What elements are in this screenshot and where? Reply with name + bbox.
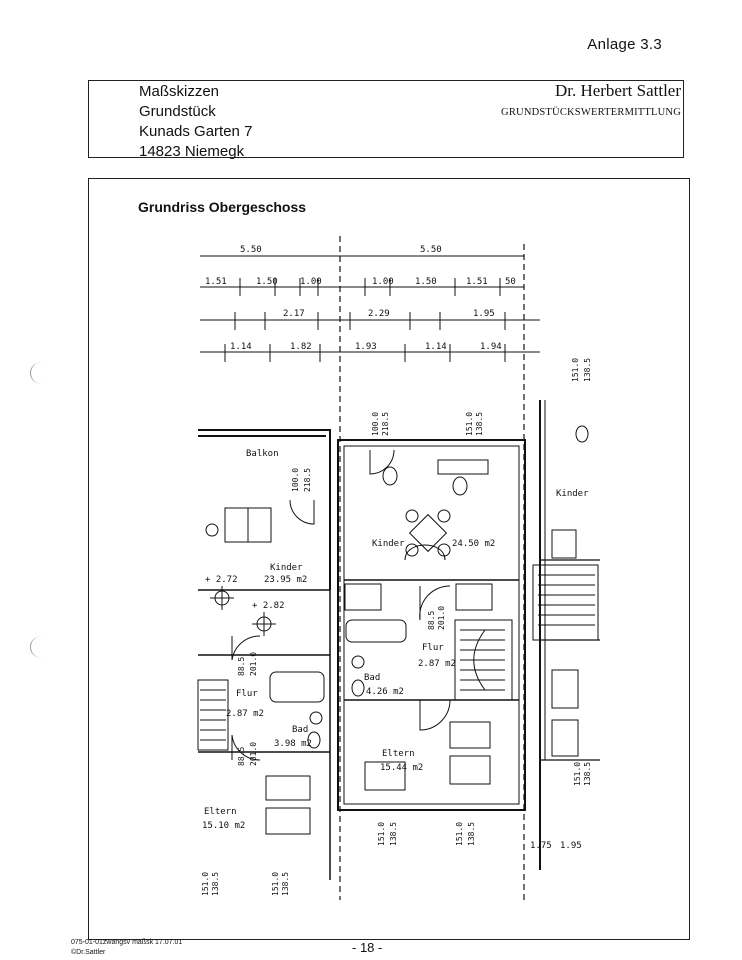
room-kinder-center-area: 24.50 m2 xyxy=(452,539,495,549)
window-height-9: 88.5 xyxy=(237,657,246,676)
window-height-5: 100.0 xyxy=(291,468,300,492)
window-height-6: 218.5 xyxy=(303,468,312,492)
dimension-chains xyxy=(200,236,540,900)
window-height-3: 151.0 xyxy=(465,412,474,436)
dim-row2-d: 1.00 xyxy=(372,277,394,287)
room-eltern-center-area: 15.44 m2 xyxy=(380,763,423,773)
dim-row2-f: 1.51 xyxy=(466,277,488,287)
property-street: Kunads Garten 7 xyxy=(139,123,253,140)
room-labels: Balkon Kinder 24.50 m2 Kinder Kinder 23.… xyxy=(202,449,589,851)
window-height-11: 88.5 xyxy=(237,747,246,766)
dim-row3-b: 2.29 xyxy=(368,309,390,319)
window-height-17: 151.0 xyxy=(201,872,210,896)
annex-label: Anlage 3.3 xyxy=(587,36,662,53)
dim-row4-e: 1.94 xyxy=(480,342,502,352)
window-height-13: 151.0 xyxy=(377,822,386,846)
author-name: Dr. Herbert Sattler xyxy=(554,81,681,100)
staircases xyxy=(197,564,599,751)
window-height-16: 138.5 xyxy=(467,822,476,846)
level-marker-1: + 2.72 xyxy=(205,575,238,585)
room-bad-left: Bad xyxy=(292,725,308,735)
window-height-2: 218.5 xyxy=(381,412,390,436)
window-height-4: 138.5 xyxy=(475,412,484,436)
window-height-19: 151.0 xyxy=(271,872,280,896)
dim-row4-d: 1.14 xyxy=(425,342,447,352)
room-flur-center-area: 2.87 m2 xyxy=(418,659,456,669)
punch-hole-mark xyxy=(30,362,53,384)
room-bad-center: Bad xyxy=(364,673,380,683)
level-markers xyxy=(210,586,276,636)
dim-row2-b: 1.50 xyxy=(256,277,278,287)
room-eltern-center: Eltern xyxy=(382,749,415,759)
window-height-20: 138.5 xyxy=(281,872,290,896)
window-height-14: 138.5 xyxy=(389,822,398,846)
window-height-18: 138.5 xyxy=(211,872,220,896)
window-height-21: 151.0 xyxy=(573,762,582,786)
dim-row2-c: 1.00 xyxy=(300,277,322,287)
side-dim-1: 1.75 xyxy=(530,841,552,851)
room-flur-center: Flur xyxy=(422,643,444,653)
windows xyxy=(224,507,579,835)
dimension-texts: 5.50 5.50 1.51 1.50 1.00 1.00 1.50 1.51 … xyxy=(205,245,516,352)
window-height-22: 138.5 xyxy=(583,762,592,786)
dim-row1-left: 5.50 xyxy=(240,245,262,255)
walls xyxy=(198,400,600,880)
dim-row3-a: 2.17 xyxy=(283,309,305,319)
room-kinder-left-area: 23.95 m2 xyxy=(264,575,307,585)
window-height-8: 201.0 xyxy=(437,606,446,630)
bath-fixtures xyxy=(269,425,589,749)
header-box: Maßskizzen Grundstück Kunads Garten 7 14… xyxy=(88,80,684,160)
document-title: Maßskizzen xyxy=(139,83,220,100)
window-height-1: 100.0 xyxy=(371,412,380,436)
room-balkon: Balkon xyxy=(246,449,279,459)
floor-plan-frame xyxy=(88,178,690,940)
window-height-12: 201.0 xyxy=(249,742,258,766)
room-flur-left: Flur xyxy=(236,689,258,699)
room-eltern-left-area: 15.10 m2 xyxy=(202,821,245,831)
punch-hole-mark xyxy=(30,636,53,658)
dim-row2-g: 50 xyxy=(505,277,516,287)
window-height-7: 88.5 xyxy=(427,611,436,630)
room-kinder-left: Kinder xyxy=(270,563,303,573)
dim-row4-b: 1.82 xyxy=(290,342,312,352)
room-eltern-left: Eltern xyxy=(204,807,237,817)
window-height-23: 151.0 xyxy=(571,358,580,382)
footer-copyright: ©Dr.Sattler xyxy=(71,949,106,956)
dim-row3-c: 1.95 xyxy=(473,309,495,319)
dim-row1-right: 5.50 xyxy=(420,245,442,255)
property-city: 14823 Niemegk xyxy=(139,143,245,160)
room-kinder-center: Kinder xyxy=(372,539,405,549)
window-height-10: 201.0 xyxy=(249,652,258,676)
window-height-15: 151.0 xyxy=(455,822,464,846)
plan-title: Grundriss Obergeschoss xyxy=(138,199,307,215)
footer-file-info: 075-01-01zwangsv maßsk 17.07.01 ©Dr.Satt… xyxy=(71,938,182,958)
dim-row4-c: 1.93 xyxy=(355,342,377,352)
footer-file-ref: 075-01-01zwangsv maßsk 17.07.01 xyxy=(71,939,183,946)
kids-room-furniture xyxy=(205,509,451,557)
header-address-block: Maßskizzen Grundstück Kunads Garten 7 14… xyxy=(139,82,252,162)
dim-row2-a: 1.51 xyxy=(205,277,227,287)
level-marker-2: + 2.82 xyxy=(252,601,285,611)
author-subtitle: GRUNDSTÜCKSWERTERMITTLUNG xyxy=(501,107,681,118)
room-bad-center-area: 4.26 m2 xyxy=(366,687,404,697)
window-height-labels: 100.0 218.5 151.0 138.5 100.0 218.5 88.5… xyxy=(201,358,592,896)
doors xyxy=(231,449,451,761)
page-number: - 18 - xyxy=(352,940,383,955)
property-label: Grundstück xyxy=(139,103,216,120)
room-bad-left-area: 3.98 m2 xyxy=(274,739,312,749)
window-height-24: 138.5 xyxy=(583,358,592,382)
room-kinder-right: Kinder xyxy=(556,489,589,499)
side-dim-2: 1.95 xyxy=(560,841,582,851)
dim-row2-e: 1.50 xyxy=(415,277,437,287)
dim-row4-a: 1.14 xyxy=(230,342,252,352)
room-flur-left-area: 2.87 m2 xyxy=(226,709,264,719)
